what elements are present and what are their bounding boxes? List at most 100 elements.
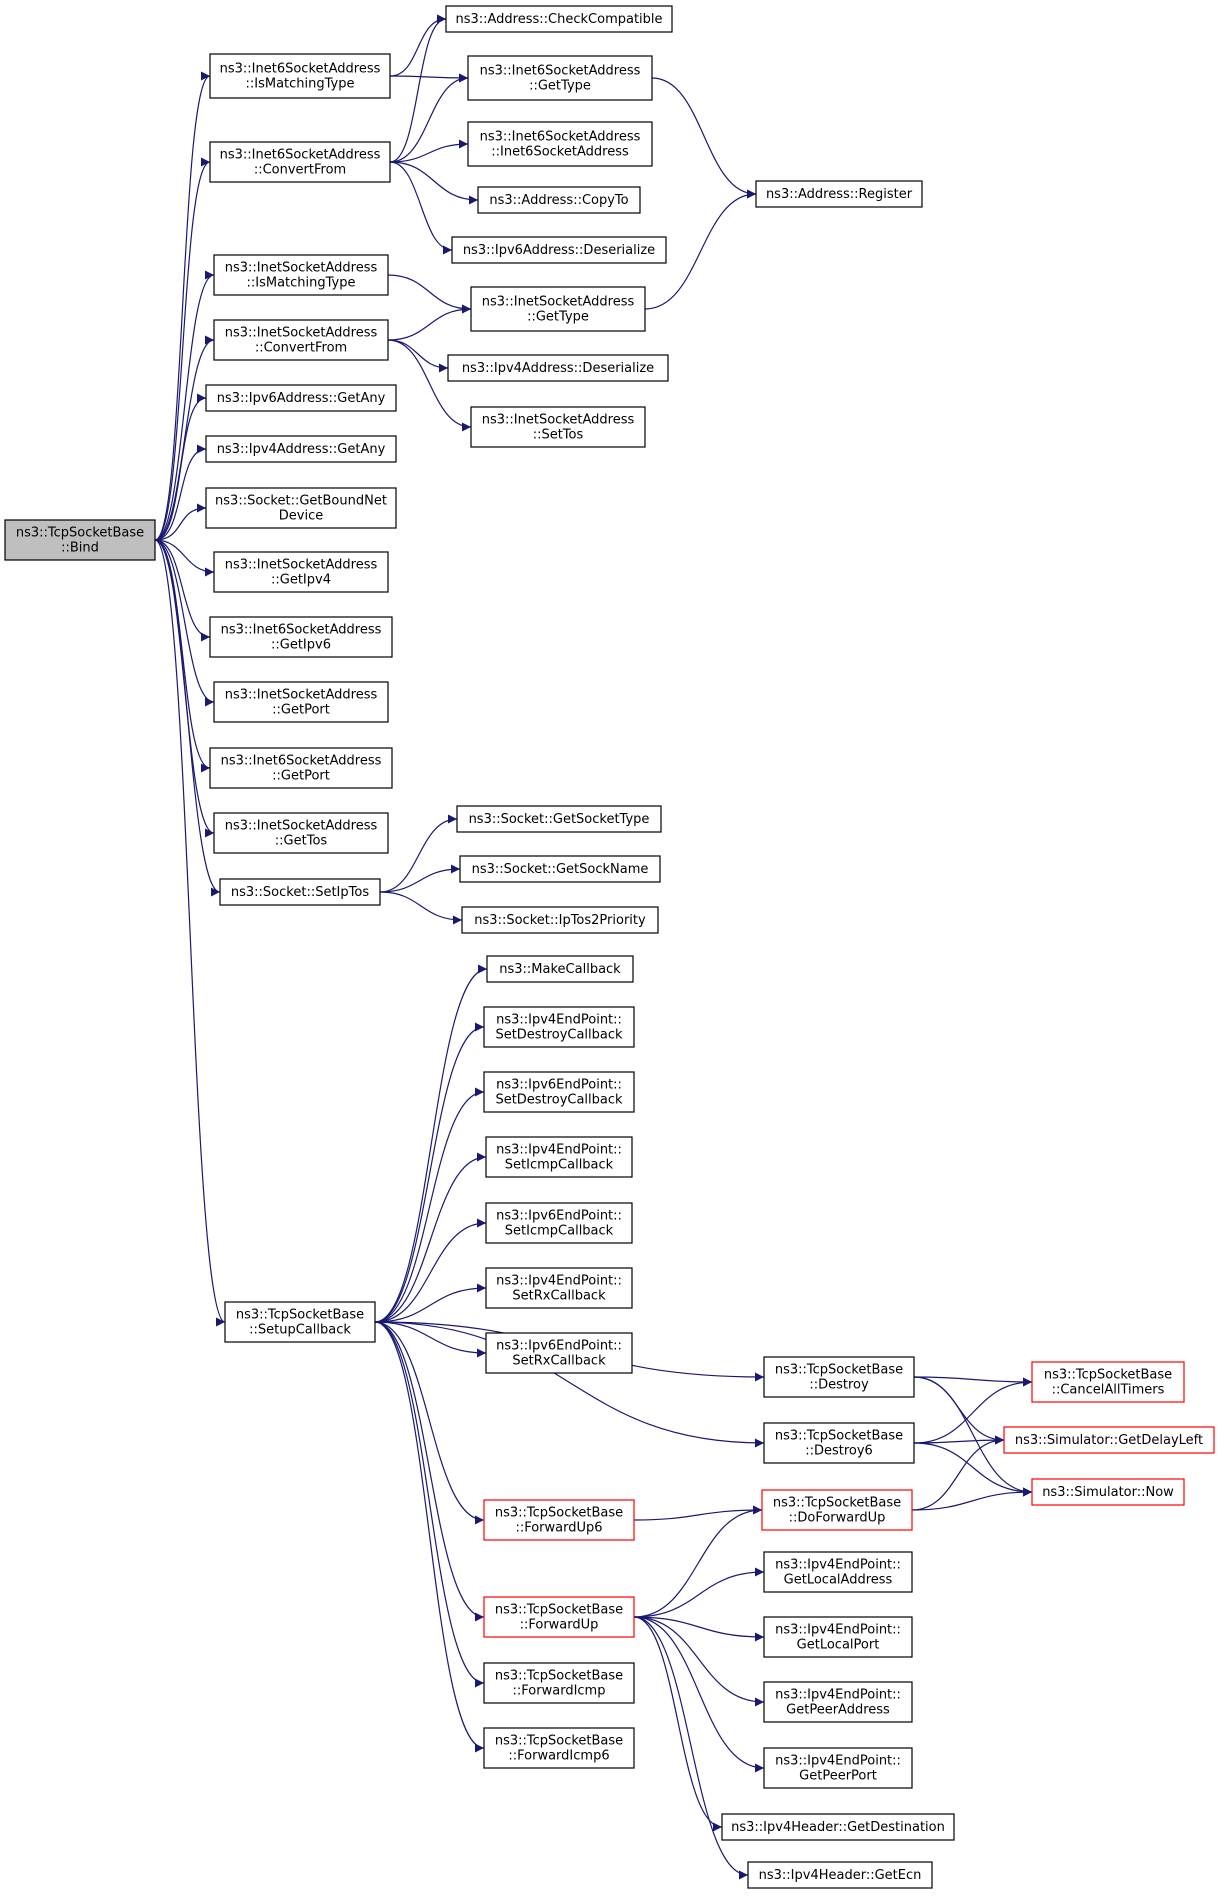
node-label: ns3::Socket::IpTos2Priority <box>474 913 646 928</box>
node-destroy[interactable]: ns3::TcpSocketBase::Destroy <box>763 1356 915 1398</box>
node-now[interactable]: ns3::Simulator::Now <box>1031 1478 1185 1506</box>
edge-destroy6-to-getdelayleft <box>913 1435 1005 1445</box>
node-i6-gettype[interactable]: ns3::Inet6SocketAddress::GetType <box>467 55 653 101</box>
edge-bind-to-i4-getipv4 <box>154 539 215 577</box>
node-label: ::GetPort <box>272 703 330 718</box>
node-label: ns3::InetSocketAddress <box>225 819 378 834</box>
node-getdelayleft[interactable]: ns3::Simulator::GetDelayLeft <box>1003 1426 1215 1454</box>
node-i4-ismatch[interactable]: ns3::InetSocketAddress::IsMatchingType <box>213 254 389 296</box>
node-doforwardup[interactable]: ns3::TcpSocketBase::DoForwardUp <box>761 1489 913 1531</box>
node-ep6-setrx[interactable]: ns3::Ipv6EndPoint::SetRxCallback <box>485 1332 633 1374</box>
node-getdest[interactable]: ns3::Ipv4Header::GetDestination <box>721 1813 955 1841</box>
node-i4-getipv4[interactable]: ns3::InetSocketAddress::GetIpv4 <box>213 551 389 593</box>
node-box <box>1003 1426 1215 1454</box>
node-label: ns3::Ipv4EndPoint:: <box>775 1754 901 1769</box>
node-i6-ctor[interactable]: ns3::Inet6SocketAddress::Inet6SocketAddr… <box>467 121 653 167</box>
node-box <box>213 319 389 361</box>
edge-i6-convert-to-i6-ctor <box>389 139 469 163</box>
edge-setupcb-to-destroy6 <box>374 1321 765 1448</box>
node-box <box>485 1332 633 1374</box>
edge-bind-to-ipv6-getany <box>154 393 207 541</box>
node-setupcb[interactable]: ns3::TcpSocketBase::SetupCallback <box>224 1301 376 1343</box>
node-forwardicmp[interactable]: ns3::TcpSocketBase::ForwardIcmp <box>483 1662 635 1704</box>
node-box <box>467 121 653 167</box>
node-i4-getport[interactable]: ns3::InetSocketAddress::GetPort <box>213 681 389 723</box>
node-forwardicmp6[interactable]: ns3::TcpSocketBase::ForwardIcmp6 <box>483 1727 635 1769</box>
node-forwardup[interactable]: ns3::TcpSocketBase::ForwardUp <box>483 1596 635 1638</box>
edge-bind-to-i4-ismatch <box>154 270 215 541</box>
node-destroy6[interactable]: ns3::TcpSocketBase::Destroy6 <box>763 1422 915 1464</box>
edge-setupcb-to-forwardicmp <box>374 1321 485 1688</box>
node-getsockettype[interactable]: ns3::Socket::GetSocketType <box>456 805 662 833</box>
node-label: ::IsMatchingType <box>246 77 355 92</box>
node-ipv4-deser[interactable]: ns3::Ipv4Address::Deserialize <box>447 354 669 382</box>
node-getpeerport[interactable]: ns3::Ipv4EndPoint::GetPeerPort <box>763 1747 913 1789</box>
node-ep4-setdestroy[interactable]: ns3::Ipv4EndPoint::SetDestroyCallback <box>483 1006 635 1048</box>
node-label: ns3::InetSocketAddress <box>482 295 635 310</box>
node-i6-ismatch[interactable]: ns3::Inet6SocketAddress::IsMatchingType <box>209 53 391 99</box>
node-getlocaladdr[interactable]: ns3::Ipv4EndPoint::GetLocalAddress <box>763 1551 913 1593</box>
node-ep6-setdestroy[interactable]: ns3::Ipv6EndPoint::SetDestroyCallback <box>483 1071 635 1113</box>
node-register[interactable]: ns3::Address::Register <box>755 180 923 208</box>
edge-forwardup6-to-doforwardup <box>633 1505 763 1521</box>
node-label: ns3::TcpSocketBase <box>495 1603 623 1618</box>
node-label: ::ForwardIcmp6 <box>508 1749 609 1764</box>
node-i4-gettos[interactable]: ns3::InetSocketAddress::GetTos <box>213 812 389 854</box>
node-i4-settos[interactable]: ns3::InetSocketAddress::SetTos <box>470 406 646 448</box>
node-i6-convert[interactable]: ns3::Inet6SocketAddress::ConvertFrom <box>209 141 391 183</box>
node-label: ns3::TcpSocketBase <box>1044 1368 1172 1383</box>
node-label: ::ForwardIcmp <box>513 1684 606 1699</box>
node-label: SetDestroyCallback <box>495 1028 623 1043</box>
edge-i6-convert-to-ipv6-deser <box>389 161 453 255</box>
node-ipv6-deser[interactable]: ns3::Ipv6Address::Deserialize <box>451 236 667 264</box>
node-i4-gettype[interactable]: ns3::InetSocketAddress::GetType <box>470 286 646 332</box>
node-ipv4-getany[interactable]: ns3::Ipv4Address::GetAny <box>205 435 397 463</box>
node-label: ::GetType <box>527 310 589 325</box>
node-label: ns3::Ipv4Header::GetDestination <box>731 1820 945 1835</box>
edge-setupcb-to-ep6-setrx <box>374 1321 487 1358</box>
node-ep6-seticmp[interactable]: ns3::Ipv6EndPoint::SetIcmpCallback <box>485 1202 633 1244</box>
node-makecb[interactable]: ns3::MakeCallback <box>486 955 634 983</box>
node-label: ns3::Address::CheckCompatible <box>455 12 662 27</box>
node-ipv6-getany[interactable]: ns3::Ipv6Address::GetAny <box>205 384 397 412</box>
node-bind[interactable]: ns3::TcpSocketBase::Bind <box>4 519 156 561</box>
node-getlocalport[interactable]: ns3::Ipv4EndPoint::GetLocalPort <box>763 1616 913 1658</box>
node-box <box>461 906 659 934</box>
node-i4-convert[interactable]: ns3::InetSocketAddress::ConvertFrom <box>213 319 389 361</box>
node-box <box>483 1596 635 1638</box>
node-label: ::Destroy6 <box>805 1444 873 1459</box>
node-label: ::GetPort <box>272 769 330 784</box>
node-label: ::DoForwardUp <box>789 1511 886 1526</box>
edge-bind-to-setupcb <box>154 539 226 1327</box>
function-nodes: ns3::TcpSocketBase::Bindns3::Inet6Socket… <box>4 5 1215 1889</box>
node-label: ns3::Address::CopyTo <box>489 193 628 208</box>
node-i6-getipv6[interactable]: ns3::Inet6SocketAddress::GetIpv6 <box>209 616 393 658</box>
node-ep4-setrx[interactable]: ns3::Ipv4EndPoint::SetRxCallback <box>485 1267 633 1309</box>
edge-forwardup-to-getlocalport <box>633 1616 765 1642</box>
edge-setiptos-to-iptos2prio <box>379 891 463 925</box>
node-label: ns3::Ipv4EndPoint:: <box>775 1558 901 1573</box>
node-checkcompat[interactable]: ns3::Address::CheckCompatible <box>445 5 673 33</box>
node-label: SetIcmpCallback <box>505 1224 614 1239</box>
edge-setupcb-to-ep4-setdestroy <box>374 1022 485 1323</box>
node-box <box>483 1727 635 1769</box>
node-iptos2prio[interactable]: ns3::Socket::IpTos2Priority <box>461 906 659 934</box>
node-canceltimers[interactable]: ns3::TcpSocketBase::CancelAllTimers <box>1031 1361 1185 1403</box>
node-box <box>1031 1361 1185 1403</box>
edge-setupcb-to-forwardicmp6 <box>374 1321 485 1753</box>
node-setiptos[interactable]: ns3::Socket::SetIpTos <box>219 878 381 906</box>
node-getpeeraddr[interactable]: ns3::Ipv4EndPoint::GetPeerAddress <box>763 1681 913 1723</box>
node-ep4-seticmp[interactable]: ns3::Ipv4EndPoint::SetIcmpCallback <box>485 1136 633 1178</box>
edge-bind-to-i4-convert <box>154 335 215 541</box>
node-forwardup6[interactable]: ns3::TcpSocketBase::ForwardUp6 <box>483 1499 635 1541</box>
node-copyto[interactable]: ns3::Address::CopyTo <box>477 186 641 214</box>
node-i6-getport[interactable]: ns3::Inet6SocketAddress::GetPort <box>209 747 393 789</box>
node-label: ns3::Address::Register <box>766 187 913 202</box>
node-box <box>477 186 641 214</box>
node-getsockname[interactable]: ns3::Socket::GetSockName <box>459 855 661 883</box>
node-getecn[interactable]: ns3::Ipv4Header::GetEcn <box>747 1861 933 1889</box>
node-label: ns3::InetSocketAddress <box>225 326 378 341</box>
node-label: ns3::Ipv4EndPoint:: <box>496 1143 622 1158</box>
node-box <box>483 1499 635 1541</box>
